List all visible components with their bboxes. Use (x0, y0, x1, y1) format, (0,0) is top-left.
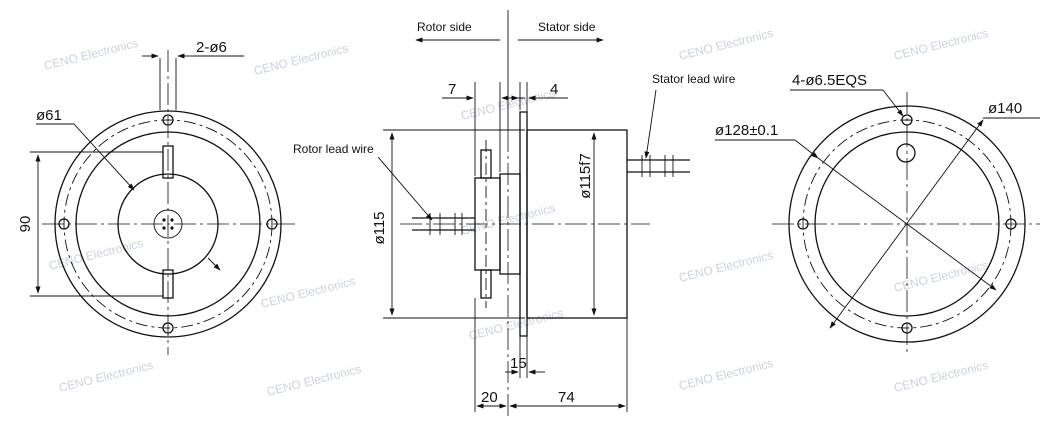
outer-diameter-label: ø140 (988, 100, 1022, 117)
watermark: CENO Electronics (892, 26, 989, 63)
dim-74-label: 74 (558, 389, 575, 406)
left-view: 2-ø6 ø61 90 (17, 39, 296, 355)
watermark: CENO Electronics (47, 236, 144, 273)
diameter-115f7-label: ø115f7 (577, 153, 594, 199)
hole-callout-label: 2-ø6 (196, 39, 227, 56)
watermark: CENO Electronics (57, 358, 154, 395)
rotor-pin-bottom (480, 269, 492, 299)
watermark: CENO Electronics (892, 358, 989, 395)
watermark: CENO Electronics (677, 248, 774, 285)
watermark: CENO Electronics (252, 41, 349, 78)
hole-callout-label: 4-ø6.5EQS (792, 72, 867, 89)
dim-20-label: 20 (481, 389, 498, 406)
watermark: CENO Electronics (677, 26, 774, 63)
watermark: CENO Electronics (467, 306, 564, 343)
dim-4-label: 4 (550, 81, 558, 98)
rotor-side-label: Rotor side (417, 20, 472, 34)
watermark: CENO Electronics (42, 36, 139, 73)
watermark: CENO Electronics (265, 362, 362, 399)
watermark: CENO Electronics (677, 356, 774, 393)
stator-lead-wire-label: Stator lead wire (652, 72, 736, 86)
height-90-label: 90 (17, 216, 34, 233)
dim-15-label: 15 (510, 355, 527, 372)
stator-side-label: Stator side (538, 20, 596, 34)
rotor-lead-wire-label: Rotor lead wire (293, 142, 374, 156)
hub-diameter-label: ø61 (36, 107, 62, 124)
right-view: 4-ø6.5EQS ø140 ø128±0.1 (715, 72, 1040, 355)
dim-7-label: 7 (448, 81, 456, 98)
diameter-115-label: ø115 (371, 211, 388, 244)
wire-exit-hole (896, 143, 916, 163)
watermark: CENO Electronics (259, 274, 356, 311)
side-view: Rotor side Stator side Rotor lead wire (293, 10, 736, 420)
center-mark (162, 218, 174, 230)
pcd-label: ø128±0.1 (715, 122, 778, 139)
